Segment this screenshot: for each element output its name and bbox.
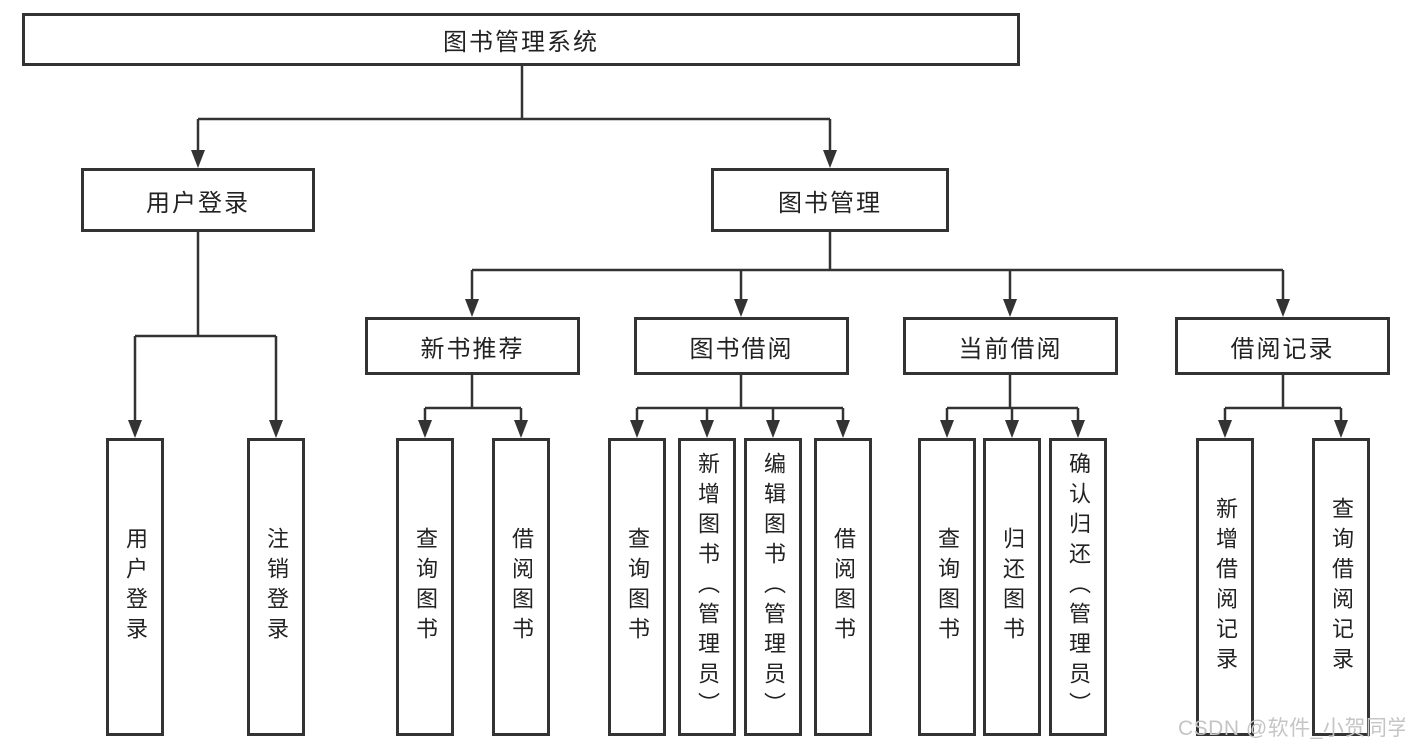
arrowhead bbox=[128, 420, 142, 438]
connector-book-borrowing-split bbox=[635, 375, 845, 422]
node-new-book-recommendation: 新书推荐 bbox=[365, 317, 580, 375]
node-label: 注销登录 bbox=[264, 527, 289, 647]
arrowhead bbox=[1071, 420, 1085, 438]
node-library-management-system: 图书管理系统 bbox=[22, 13, 1020, 66]
node-borrowing-records: 借阅记录 bbox=[1175, 317, 1390, 375]
node-label: 用户登录 bbox=[146, 189, 250, 217]
csdn-watermark: CSDN @软件_小贺同学 bbox=[1178, 717, 1405, 740]
node-book-management: 图书管理 bbox=[711, 168, 949, 232]
node-label: 图书借阅 bbox=[689, 335, 794, 363]
leaf-return-books: 归还图书 bbox=[983, 438, 1041, 736]
node-label: 查询借阅记录 bbox=[1329, 497, 1354, 677]
connector-user-login-split bbox=[133, 232, 278, 422]
connector-new-book-split bbox=[423, 375, 523, 422]
arrowhead bbox=[766, 420, 780, 438]
node-label: 新增图书（管理员） bbox=[695, 452, 720, 722]
node-label: 借阅图书 bbox=[831, 527, 856, 647]
arrowhead bbox=[1005, 420, 1019, 438]
leaf-user-login: 用户登录 bbox=[106, 438, 164, 736]
connector-root-split bbox=[196, 66, 832, 154]
node-label: 借阅记录 bbox=[1230, 335, 1335, 363]
arrowhead bbox=[630, 420, 644, 438]
leaf-borrow-books-recommend: 借阅图书 bbox=[492, 438, 550, 736]
arrowhead bbox=[269, 420, 283, 438]
leaf-add-book-admin: 新增图书（管理员） bbox=[678, 438, 736, 736]
node-label: 图书管理系统 bbox=[443, 29, 599, 56]
arrowhead bbox=[418, 420, 432, 438]
arrowhead bbox=[191, 150, 205, 168]
arrowhead bbox=[1003, 299, 1017, 317]
leaf-query-books-current: 查询图书 bbox=[918, 438, 976, 736]
node-label: 新书推荐 bbox=[420, 335, 525, 363]
leaf-query-borrow-record: 查询借阅记录 bbox=[1312, 438, 1370, 736]
node-label: 用户登录 bbox=[123, 527, 148, 647]
arrowhead bbox=[734, 299, 748, 317]
node-label: 编辑图书（管理员） bbox=[761, 452, 786, 722]
node-label: 图书管理 bbox=[778, 189, 882, 217]
node-label: 查询图书 bbox=[935, 527, 960, 647]
node-label: 借阅图书 bbox=[509, 527, 534, 647]
node-label: 确认归还（管理员） bbox=[1066, 452, 1091, 722]
leaf-edit-book-admin: 编辑图书（管理员） bbox=[744, 438, 802, 736]
arrowhead bbox=[1218, 420, 1232, 438]
arrowhead bbox=[823, 150, 837, 168]
arrowhead bbox=[836, 420, 850, 438]
arrowhead bbox=[465, 299, 479, 317]
node-label: 查询图书 bbox=[625, 527, 650, 647]
leaf-query-books-borrowing: 查询图书 bbox=[608, 438, 666, 736]
arrowhead bbox=[940, 420, 954, 438]
connector-borrowing-records-split bbox=[1223, 375, 1343, 422]
node-label: 新增借阅记录 bbox=[1213, 497, 1238, 677]
arrowhead bbox=[514, 420, 528, 438]
leaf-logout: 注销登录 bbox=[247, 438, 305, 736]
node-book-borrowing: 图书借阅 bbox=[634, 317, 849, 375]
node-label: 当前借阅 bbox=[958, 335, 1063, 363]
leaf-query-books-recommend: 查询图书 bbox=[396, 438, 454, 736]
arrowhead bbox=[1334, 420, 1348, 438]
node-user-login: 用户登录 bbox=[81, 168, 315, 232]
leaf-confirm-return-admin: 确认归还（管理员） bbox=[1049, 438, 1107, 736]
connector-book-management-split bbox=[470, 232, 1285, 301]
leaf-borrow-books-borrowing: 借阅图书 bbox=[814, 438, 872, 736]
arrowhead bbox=[700, 420, 714, 438]
connector-current-borrowing-split bbox=[945, 375, 1080, 422]
leaf-add-borrow-record: 新增借阅记录 bbox=[1196, 438, 1254, 736]
node-label: 归还图书 bbox=[1000, 527, 1025, 647]
node-current-borrowing: 当前借阅 bbox=[903, 317, 1118, 375]
node-label: 查询图书 bbox=[413, 527, 438, 647]
arrowhead bbox=[1276, 299, 1290, 317]
